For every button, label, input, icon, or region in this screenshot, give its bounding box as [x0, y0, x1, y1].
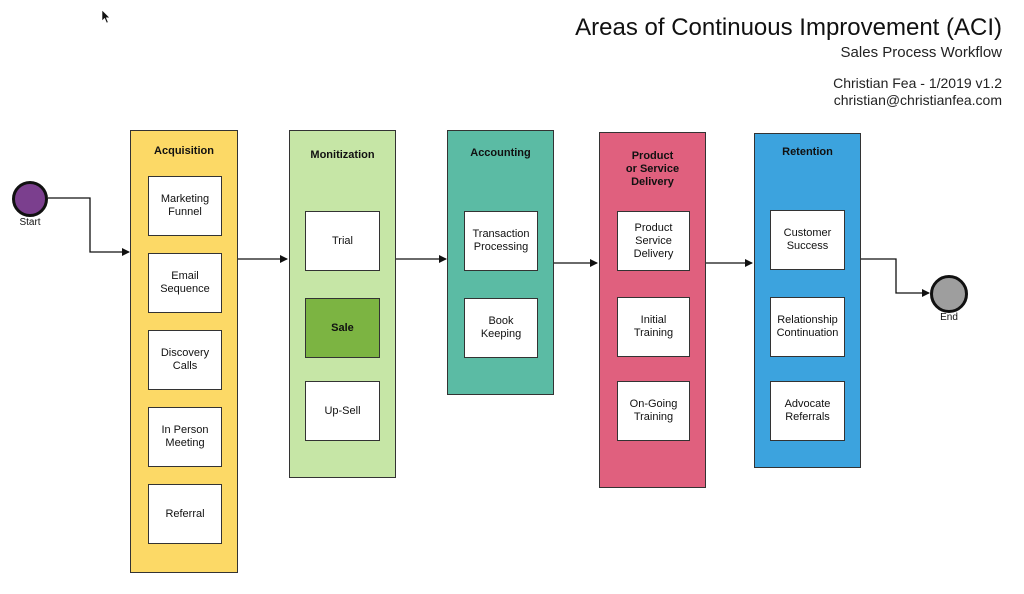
connector-retention-end: [861, 258, 930, 297]
card-customer-success: Customer Success: [770, 210, 845, 270]
card-initial-training: Initial Training: [617, 297, 690, 357]
card-transaction-processing: Transaction Processing: [464, 211, 538, 271]
column-title: Retention: [782, 146, 833, 158]
column-acquisition: Acquisition Marketing Funnel Email Seque…: [130, 130, 238, 573]
column-delivery: Product or Service Delivery Product Serv…: [599, 132, 706, 488]
card-discovery-calls: Discovery Calls: [148, 330, 222, 390]
card-trial: Trial: [305, 211, 380, 271]
card-up-sell: Up-Sell: [305, 381, 380, 441]
author-version: Christian Fea - 1/2019 v1.2: [833, 75, 1002, 91]
mouse-pointer-icon: [101, 9, 111, 24]
author-email: christian@christianfea.com: [833, 92, 1002, 108]
start-label: Start: [19, 217, 41, 228]
card-relationship-continuation: Relationship Continuation: [770, 297, 845, 357]
column-retention: Retention Customer Success Relationship …: [754, 133, 861, 468]
diagram-subtitle: Sales Process Workflow: [840, 44, 1002, 61]
column-title: Accounting: [470, 147, 531, 159]
start-node: [12, 181, 48, 217]
card-in-person-meeting: In Person Meeting: [148, 407, 222, 467]
card-advocate-referrals: Advocate Referrals: [770, 381, 845, 441]
card-email-sequence: Email Sequence: [148, 253, 222, 313]
connector-start-acquisition: [48, 197, 130, 256]
card-referral: Referral: [148, 484, 222, 544]
column-title: Product or Service Delivery: [625, 150, 680, 188]
card-sale: Sale: [305, 298, 380, 358]
column-title: Acquisition: [154, 145, 214, 157]
diagram-title: Areas of Continuous Improvement (ACI): [575, 14, 1002, 41]
card-marketing-funnel: Marketing Funnel: [148, 176, 222, 236]
end-label: End: [940, 312, 958, 323]
column-title: Monitization: [310, 149, 375, 161]
column-monitization: Monitization Trial Sale Up-Sell: [289, 130, 396, 478]
card-on-going-training: On-Going Training: [617, 381, 690, 441]
end-node: [930, 275, 968, 313]
card-product-service-delivery: Product Service Delivery: [617, 211, 690, 271]
card-book-keeping: Book Keeping: [464, 298, 538, 358]
column-accounting: Accounting Transaction Processing Book K…: [447, 130, 554, 395]
